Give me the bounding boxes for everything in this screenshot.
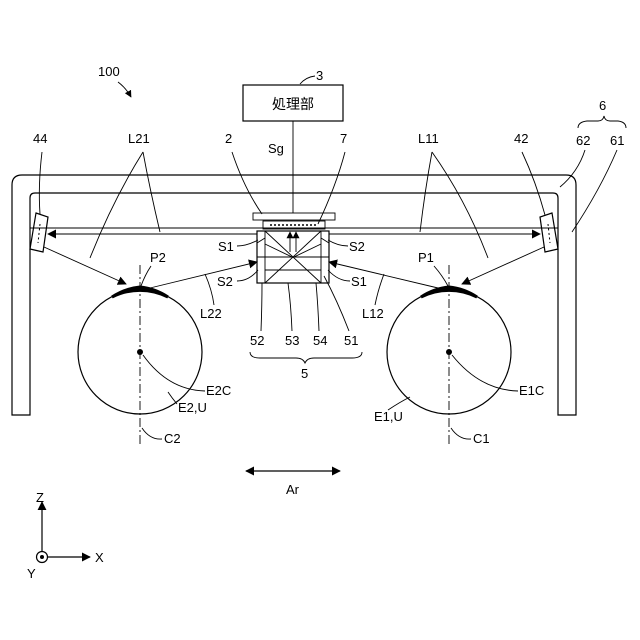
label-processor-number: 3 — [316, 68, 323, 83]
leader-p2 — [141, 266, 151, 286]
label-axis-z: Z — [36, 490, 44, 505]
label-p2: P2 — [150, 250, 166, 265]
leader-l11-b — [432, 152, 488, 258]
leader-l22 — [205, 274, 214, 305]
processor-label: 処理部 — [272, 97, 314, 113]
label-frame-6: 6 — [599, 98, 606, 113]
leader-e1c — [452, 355, 518, 391]
label-mirror-44: 44 — [33, 131, 47, 146]
figure-number-label: 100 — [98, 64, 120, 79]
leader-s2-right — [328, 240, 348, 246]
beam-mirror44-to-p2 — [44, 247, 126, 284]
label-l11: L11 — [418, 131, 439, 146]
leader-62 — [560, 150, 585, 187]
leader-2 — [232, 152, 262, 214]
leader-p1 — [434, 266, 448, 286]
label-axis-x: X — [95, 550, 104, 565]
label-c1: C1 — [473, 431, 490, 446]
label-c2: C2 — [164, 431, 181, 446]
label-p1: P1 — [418, 250, 434, 265]
label-mirror-42: 42 — [514, 131, 528, 146]
leader-l12 — [375, 274, 384, 305]
brace-5 — [250, 352, 362, 363]
leader-l21-b — [90, 152, 143, 258]
leader-53 — [288, 283, 292, 331]
label-signal-sg: Sg — [268, 141, 284, 156]
leader-3 — [300, 76, 315, 84]
leader-44 — [39, 152, 42, 214]
label-s2-left: S2 — [217, 274, 233, 289]
leader-e2u — [168, 392, 177, 404]
brace-6 — [578, 116, 626, 128]
leader-c2 — [142, 428, 162, 439]
leader-42 — [522, 152, 545, 215]
label-s1-right: S1 — [351, 274, 367, 289]
label-l21: L21 — [128, 131, 150, 146]
label-frame-61: 61 — [610, 133, 624, 148]
leader-54 — [316, 283, 319, 331]
mirror-42 — [540, 213, 558, 252]
frame-outer — [12, 175, 576, 415]
leader-e2c — [143, 355, 205, 391]
label-frame-62: 62 — [576, 133, 590, 148]
label-s1-left: S1 — [218, 239, 234, 254]
leader-s1-right — [328, 270, 350, 281]
label-axis-y: Y — [27, 566, 36, 581]
beam-mirror42-to-p1 — [462, 247, 544, 284]
label-sensor-2: 2 — [225, 131, 232, 146]
leader-61 — [572, 150, 617, 232]
label-53: 53 — [285, 333, 299, 348]
figure-number-arrow — [118, 82, 131, 97]
beam-l22 — [150, 262, 257, 288]
center-e2 — [137, 349, 143, 355]
label-51: 51 — [344, 333, 358, 348]
label-7: 7 — [340, 131, 347, 146]
label-e1c: E1C — [519, 383, 544, 398]
axis-y-dot — [40, 555, 44, 559]
label-e2u: E2,U — [178, 400, 207, 415]
prism-unit — [257, 231, 329, 283]
mirror-44 — [30, 213, 48, 252]
leader-l21-a — [143, 152, 160, 232]
label-54: 54 — [313, 333, 327, 348]
label-e1u: E1,U — [374, 409, 403, 424]
label-l12: L12 — [362, 306, 384, 321]
leader-s1-left — [237, 240, 258, 246]
center-e1 — [446, 349, 452, 355]
label-unit-5: 5 — [301, 366, 308, 381]
leader-51 — [324, 276, 349, 331]
label-s2-right: S2 — [349, 239, 365, 254]
label-ar: Ar — [286, 482, 300, 497]
leader-c1 — [451, 428, 471, 439]
label-l22: L22 — [200, 306, 222, 321]
label-52: 52 — [250, 333, 264, 348]
leader-l11-a — [420, 152, 432, 232]
leader-s2-left — [237, 270, 258, 281]
label-e2c: E2C — [206, 383, 231, 398]
leader-52 — [261, 283, 262, 331]
